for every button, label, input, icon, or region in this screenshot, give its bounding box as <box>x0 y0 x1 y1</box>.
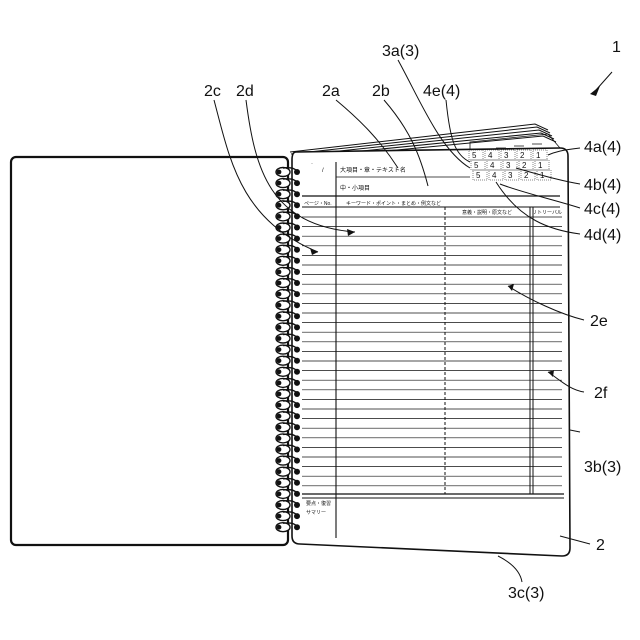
callout-3a: 3a(3) <box>382 43 419 60</box>
right-page <box>292 148 570 556</box>
index-tab-number: 2 <box>520 151 525 160</box>
minor-heading-label: 中・小項目 <box>340 184 370 192</box>
index-tab-number: 2 <box>522 161 527 170</box>
callout-2c: 2c <box>204 83 221 100</box>
major-heading-label: 大項目・章・テキスト名 <box>340 166 406 174</box>
index-tab-number: 1 <box>538 161 543 170</box>
callout-4e: 4e(4) <box>423 83 460 100</box>
index-tab-number: 4 <box>492 171 497 180</box>
index-tab-number: 5 <box>474 161 479 170</box>
index-tab-number: 2 <box>524 171 529 180</box>
meaning-label: 意義・説明・原文など <box>462 209 512 216</box>
index-tab-number: 4 <box>490 161 495 170</box>
callout-2e: 2e <box>590 313 608 330</box>
summary-label-2: サマリー <box>306 510 326 516</box>
index-tab-number: 3 <box>506 161 511 170</box>
summary-label-1: 要点・復習 <box>306 500 331 507</box>
callout-4b: 4b(4) <box>584 177 621 194</box>
keywords-label: キーワード・ポイント・まとめ・例文など <box>346 200 441 207</box>
index-tab-number: 5 <box>476 171 481 180</box>
review-label: リトリーバル <box>532 210 562 216</box>
callout-2d: 2d <box>236 83 254 100</box>
callout-4a: 4a(4) <box>584 139 621 156</box>
callout-2: 2 <box>596 537 605 554</box>
figure-number: 1 <box>612 39 621 56</box>
callout-3c: 3c(3) <box>508 585 544 602</box>
index-tab-number: 4 <box>488 151 493 160</box>
callout-4d: 4d(4) <box>584 227 621 244</box>
callout-4c: 4c(4) <box>584 201 620 218</box>
left-cover <box>11 157 288 545</box>
callout-2f: 2f <box>594 385 608 402</box>
index-tab-number: 3 <box>504 151 509 160</box>
callout-2a: 2a <box>322 83 340 100</box>
callout-2b: 2b <box>372 83 390 100</box>
index-tab-number: 3 <box>508 171 513 180</box>
dot-mark: · <box>311 161 313 167</box>
index-tab-number: 5 <box>472 151 477 160</box>
index-tab-number: 1 <box>536 151 541 160</box>
page-no-label: ページ・No. <box>304 201 332 207</box>
callout-3b: 3b(3) <box>584 459 621 476</box>
